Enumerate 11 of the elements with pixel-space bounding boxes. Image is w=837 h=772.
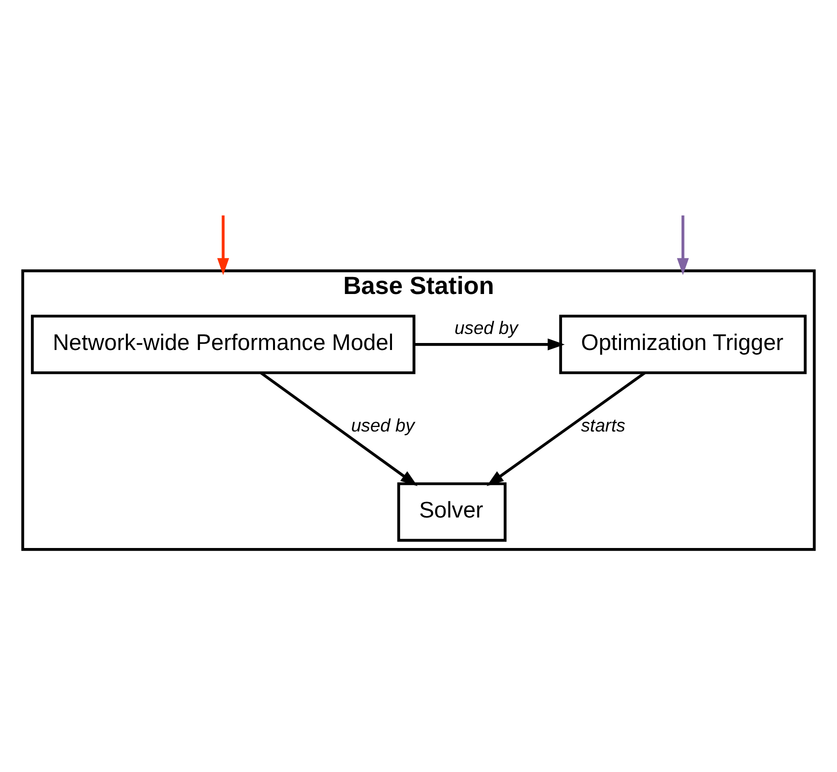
arrow <box>414 338 565 350</box>
arrow <box>217 214 230 275</box>
node-box: Optimization Trigger <box>559 314 807 374</box>
arrow <box>260 371 418 486</box>
node-box: Network-wide Performance Model <box>30 314 416 374</box>
arrow <box>486 371 646 486</box>
edge-label: used by <box>351 414 415 435</box>
edge-label: used by <box>454 318 518 338</box>
edge-label: starts <box>581 414 626 435</box>
node-box: Solver <box>397 482 507 542</box>
arrow <box>676 214 689 275</box>
